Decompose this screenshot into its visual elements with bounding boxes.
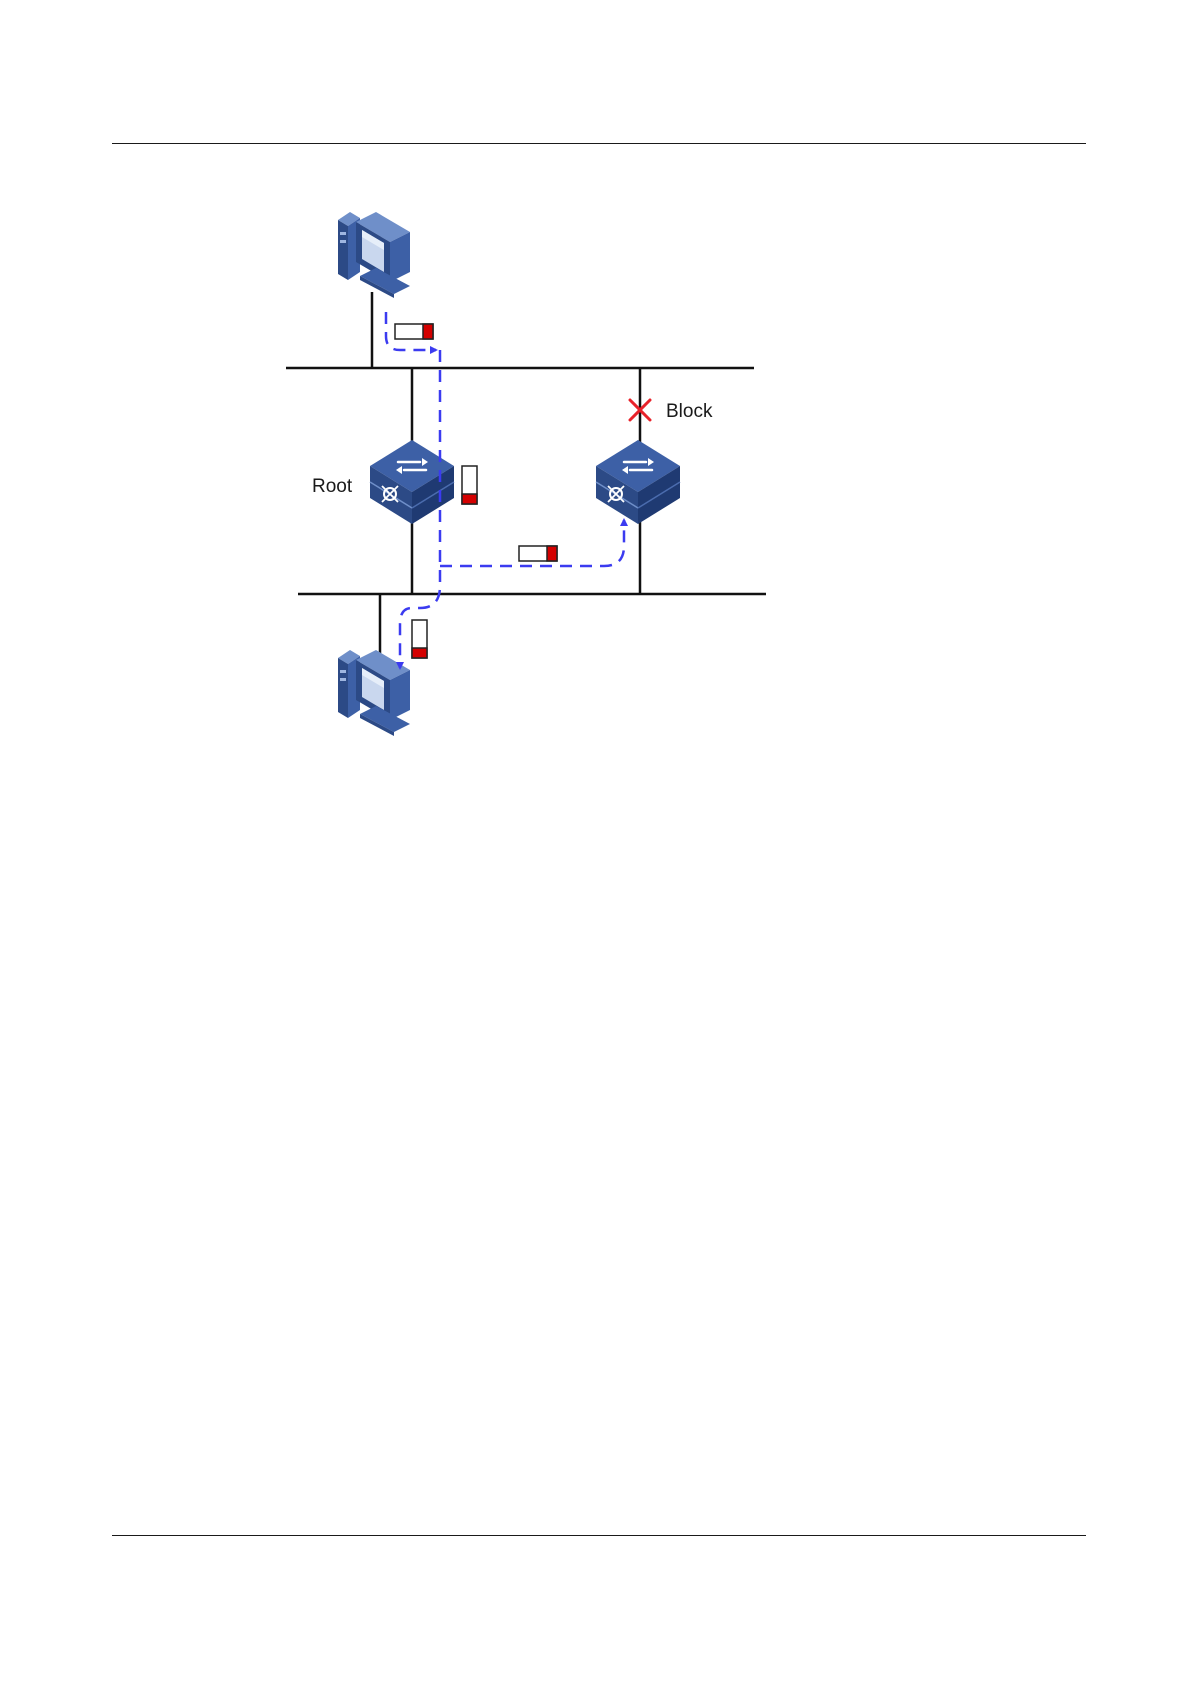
frame-middle bbox=[519, 546, 557, 561]
frame-root bbox=[462, 466, 477, 504]
bottom-pc-icon bbox=[338, 650, 410, 736]
footer-rule bbox=[112, 1535, 1086, 1536]
root-label: Root bbox=[312, 476, 353, 497]
block-label: Block bbox=[666, 401, 713, 422]
frame-bottom bbox=[412, 620, 427, 658]
network-wires bbox=[286, 292, 766, 660]
frame-top bbox=[395, 324, 433, 339]
root-switch-icon bbox=[370, 440, 454, 524]
top-pc-icon bbox=[338, 212, 410, 298]
right-switch-icon bbox=[596, 440, 680, 524]
